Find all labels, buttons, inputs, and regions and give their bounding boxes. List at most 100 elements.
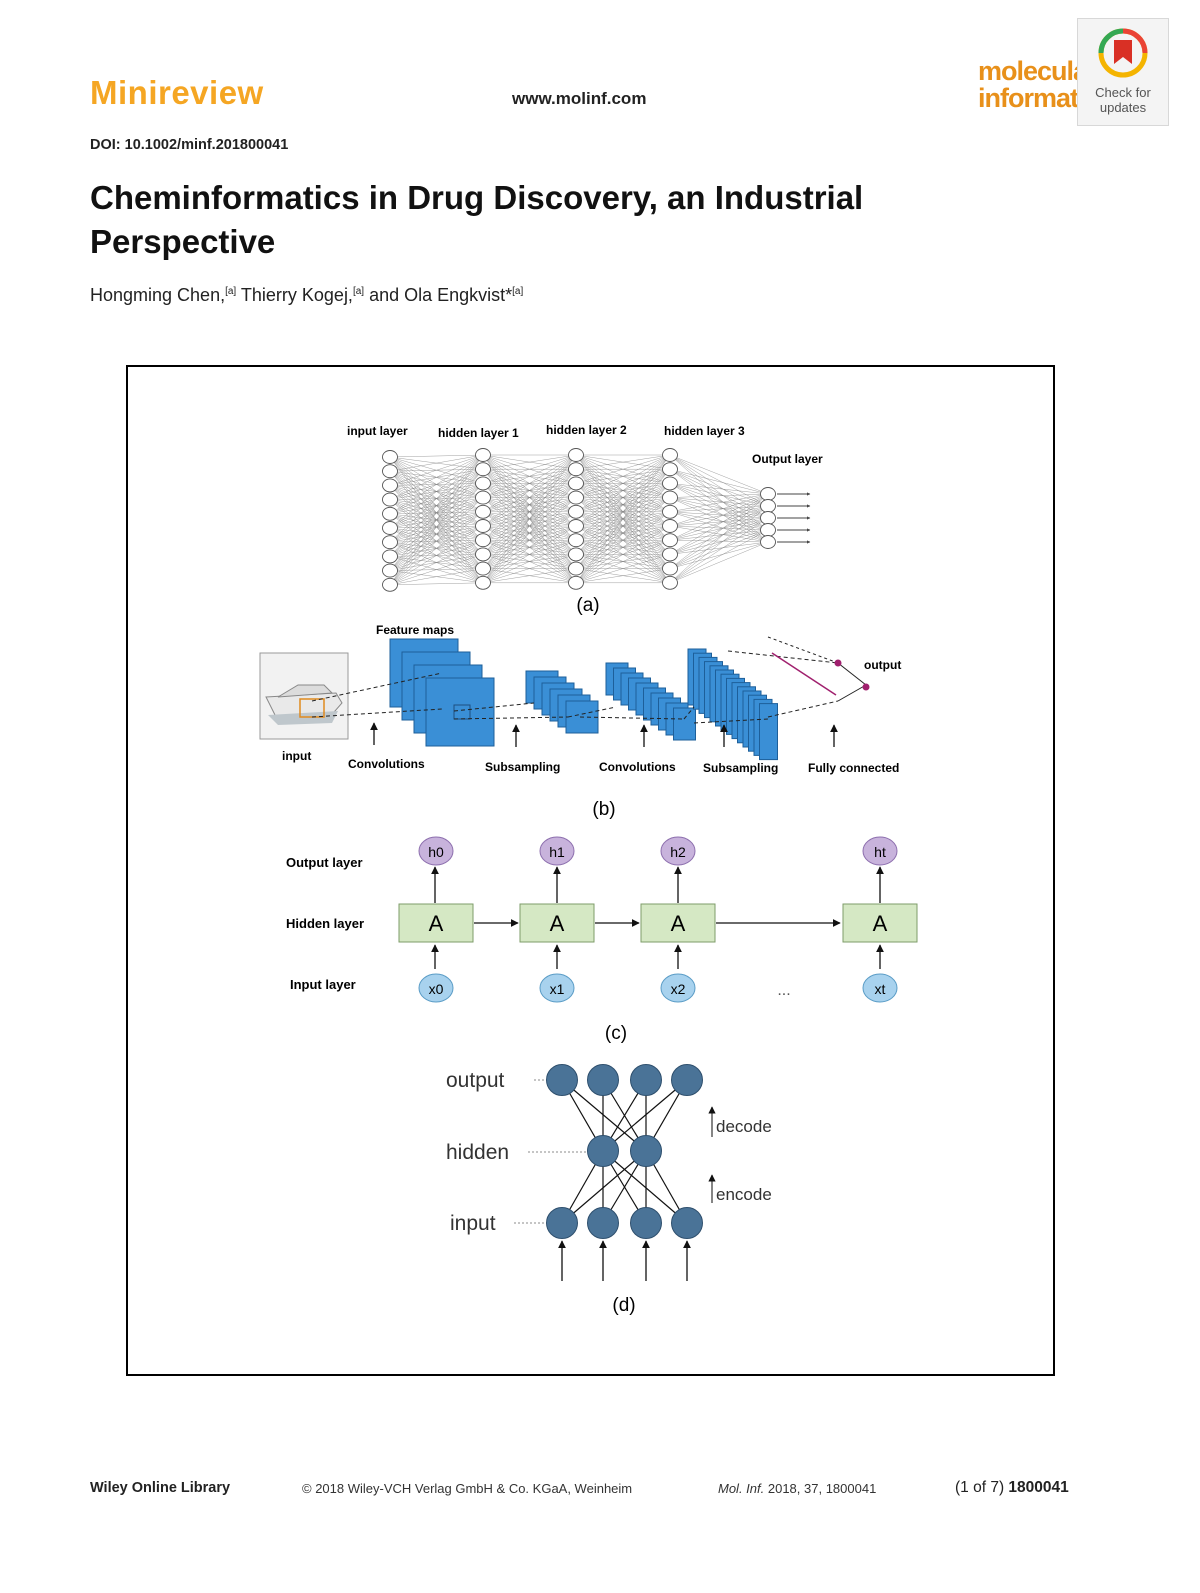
network-edge <box>482 568 577 583</box>
input-neuron <box>630 1207 662 1239</box>
neuron <box>475 575 491 590</box>
boat-image-icon <box>265 684 343 725</box>
network-edge <box>482 454 577 512</box>
network-edge <box>669 511 769 519</box>
network-edge <box>482 454 577 583</box>
neuron <box>568 504 584 519</box>
network-edge <box>482 525 577 583</box>
network-edge <box>575 454 671 583</box>
fully-connected-edge <box>771 652 837 696</box>
network-edge <box>669 493 769 512</box>
network-edge <box>669 497 769 543</box>
network-edge <box>575 454 671 470</box>
network-edge <box>575 454 671 512</box>
panel-b-convolutional-network: Feature maps <box>259 623 901 820</box>
neuron <box>662 519 678 533</box>
network-edge <box>669 469 769 543</box>
network-edge <box>389 540 484 585</box>
footer-citation: Mol. Inf. 2018, 37, 1800041 <box>718 1481 876 1496</box>
network-edge <box>389 525 484 585</box>
output-neuron <box>760 535 776 549</box>
neuron <box>568 476 584 491</box>
network-edge <box>389 454 484 529</box>
network-edge <box>669 469 769 519</box>
neuron <box>568 533 584 548</box>
network-edge <box>389 497 484 585</box>
check-for-updates-button[interactable]: Check for updates <box>1077 18 1169 126</box>
footer-publisher[interactable]: Wiley Online Library <box>90 1480 231 1496</box>
network-edge <box>389 454 484 557</box>
network-edge <box>389 454 484 500</box>
network-edge <box>482 454 577 498</box>
network-edge <box>669 505 769 541</box>
rnn-input-label: x2 <box>671 981 686 997</box>
network-edge <box>669 540 769 543</box>
rnn-cell <box>398 903 474 943</box>
panel-d-autoencoder: output hidden input decode encode <box>446 1064 772 1316</box>
network-edge <box>669 505 769 527</box>
network-edge <box>669 493 769 541</box>
output-neuron <box>671 1064 703 1096</box>
neuron <box>568 547 584 562</box>
network-edge <box>669 511 769 531</box>
neuron <box>662 476 678 491</box>
network-edge <box>482 540 577 583</box>
projection-lines <box>311 650 839 724</box>
network-edge <box>669 517 769 527</box>
network-edge <box>575 454 671 527</box>
neuron <box>382 464 398 479</box>
rnn-output-label: h1 <box>549 844 565 860</box>
panel-c-recurrent-network: Output layer Hidden layer Input layer A … <box>286 836 918 1044</box>
panel-a-caption: (a) <box>576 595 599 616</box>
panel-b-caption: (b) <box>592 799 615 820</box>
network-edge <box>389 568 484 585</box>
output-neuron <box>587 1064 619 1096</box>
network-edge <box>669 454 769 531</box>
neuron <box>568 575 584 590</box>
network-edge <box>389 454 484 486</box>
author-affiliation: [a] <box>512 286 524 297</box>
network-edge <box>482 554 577 583</box>
rnn-cell-label: A <box>873 911 888 936</box>
journal-url[interactable]: www.molinf.com <box>512 89 647 108</box>
network-edge <box>669 517 769 569</box>
layer-label-hidden-2: hidden layer 2 <box>546 423 627 437</box>
layer-label-hidden-1: hidden layer 1 <box>438 426 519 440</box>
article-number: 1800041 <box>1008 1479 1069 1496</box>
input-arrows <box>558 1240 691 1281</box>
year-volume: 2018, 37, 1800041 <box>764 1481 877 1496</box>
network-edge <box>482 483 577 583</box>
rnn-input-label: xt <box>875 981 886 997</box>
network-edge <box>669 469 769 507</box>
neuron <box>662 448 678 462</box>
output-node <box>834 659 842 667</box>
author-name: and Ola Engkvist* <box>364 285 513 305</box>
neuron <box>662 561 678 576</box>
network-edge <box>575 483 671 583</box>
network-edge <box>669 517 769 541</box>
neuron <box>475 490 491 505</box>
network-edge <box>389 454 484 543</box>
neuron <box>662 547 678 562</box>
rnn-cell <box>842 903 918 943</box>
fully-connected-edge <box>767 636 839 664</box>
network-edge <box>669 497 769 519</box>
network-edge <box>669 505 769 569</box>
network-edge <box>669 505 769 555</box>
network-edge <box>575 511 671 583</box>
network-edge <box>669 483 769 543</box>
neuron <box>382 577 398 592</box>
network-edge <box>575 497 671 583</box>
neuron <box>382 563 398 578</box>
fully-connected-edge <box>837 662 867 686</box>
neuron <box>568 448 584 462</box>
neuron <box>568 519 584 533</box>
neuron <box>662 504 678 519</box>
rnn-output-label: h0 <box>428 844 444 860</box>
article-title: Cheminformatics in Drug Discovery, an In… <box>90 179 864 260</box>
doi[interactable]: DOI: 10.1002/minf.201800041 <box>90 137 289 153</box>
network-edge <box>669 483 769 519</box>
neuron <box>662 575 678 590</box>
network-edge <box>389 454 484 571</box>
row-label-hidden: Hidden layer <box>286 916 364 931</box>
